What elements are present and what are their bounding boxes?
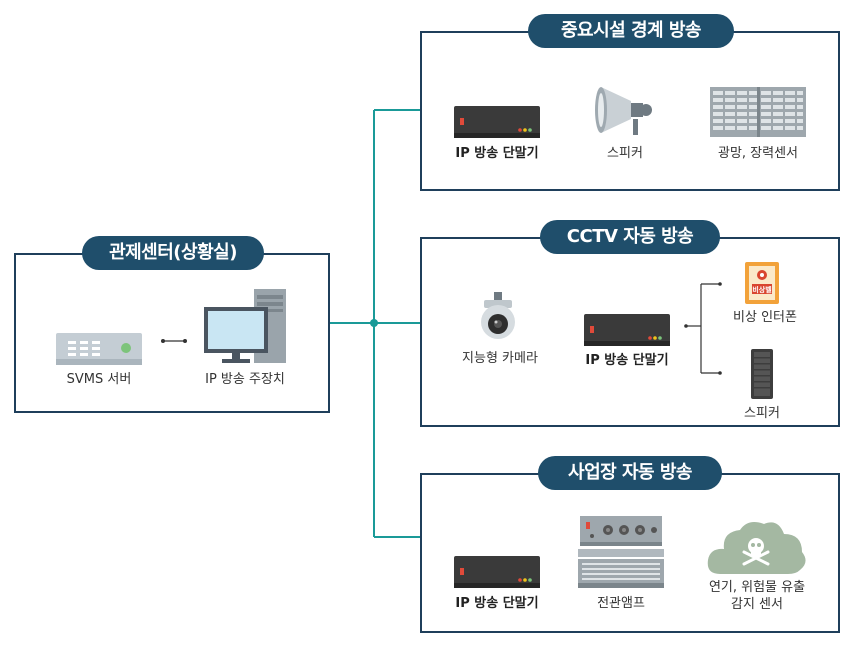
facility-title: 중요시설 경계 방송: [528, 14, 734, 48]
ip-terminal-icon: [454, 556, 540, 588]
ip-master-computer-icon: [204, 289, 286, 363]
workplace-gas-label-2: 감지 센서: [731, 597, 783, 612]
control-center-title: 관제센터(상황실): [82, 236, 264, 270]
facility-speaker-label: 스피커: [607, 146, 643, 161]
svms-server-icon: [56, 333, 142, 365]
ip-master-label: IP 방송 주장치: [205, 372, 285, 387]
smart-camera-icon: [481, 292, 515, 339]
column-speaker-icon: [751, 349, 773, 399]
megaphone-speaker-icon: [595, 87, 652, 135]
emergency-intercom-icon: 비상벨: [745, 262, 779, 304]
workplace-title: 사업장 자동 방송: [538, 456, 722, 490]
workplace-amp-label: 전관앰프: [597, 596, 645, 611]
facility-sensor-label: 광망, 장력센서: [717, 146, 799, 161]
pa-amplifier-icon: [578, 516, 664, 588]
hazard-gas-sensor-icon: [707, 522, 806, 574]
fiber-tension-sensor-icon: [710, 87, 806, 137]
cctv-title: CCTV 자동 방송: [540, 220, 720, 254]
link-connector-icon: [161, 339, 187, 343]
cctv-speaker-label: 스피커: [744, 406, 780, 421]
facility-terminal-label: IP 방송 단말기: [455, 146, 539, 161]
svms-server-label: SVMS 서버: [66, 372, 132, 387]
cctv-terminal-label: IP 방송 단말기: [585, 353, 669, 368]
ip-terminal-icon: [454, 106, 540, 138]
cctv-camera-label: 지능형 카메라: [462, 351, 538, 366]
workplace-terminal-label: IP 방송 단말기: [455, 596, 539, 611]
intercom-tag-text: 비상벨: [752, 285, 772, 294]
branch-connector-lines: [684, 282, 722, 375]
cctv-intercom-label: 비상 인터폰: [733, 310, 797, 325]
workplace-gas-label-1: 연기, 위험물 유출: [708, 580, 806, 595]
ip-terminal-icon: [584, 314, 670, 346]
